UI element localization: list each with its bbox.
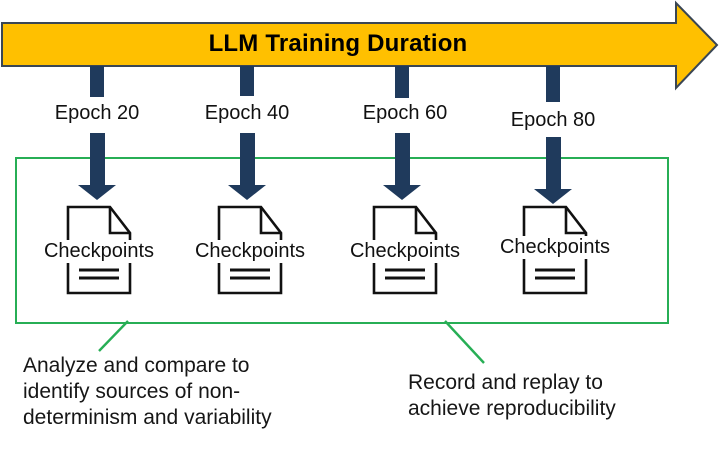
epoch-connector-stem [90, 66, 104, 97]
checkpoint-document-icon [372, 205, 438, 295]
checkpoint-label: Checkpoints [175, 240, 325, 263]
epoch-label: Epoch 60 [362, 102, 448, 124]
checkpoint-label: Checkpoints [24, 240, 174, 263]
checkpoint-document-icon [66, 205, 132, 295]
checkpoints-box [15, 157, 669, 324]
epoch-connector-stem [240, 66, 254, 96]
down-arrow-icon [534, 137, 572, 204]
banner-title: LLM Training Duration [208, 30, 468, 57]
checkpoint-label: Checkpoints [480, 236, 630, 259]
annotation-record-replay: Record and replay to achieve reproducibi… [408, 371, 616, 420]
callout-line-left [98, 320, 129, 352]
epoch-connector-stem [395, 66, 409, 98]
epoch-label: Epoch 40 [204, 102, 290, 124]
epoch-connector-stem [546, 66, 560, 102]
epoch-label: Epoch 20 [54, 102, 140, 124]
epoch-label: Epoch 80 [510, 109, 596, 131]
down-arrow-icon [383, 133, 421, 200]
checkpoint-document-icon [522, 205, 588, 295]
callout-line-right [444, 320, 485, 364]
timeline-arrow-icon [1, 0, 719, 91]
checkpoint-document-icon [217, 205, 283, 295]
checkpoint-label: Checkpoints [330, 240, 480, 263]
down-arrow-icon [78, 133, 116, 200]
annotation-analyze-compare: Analyze and compare to identify sources … [23, 354, 272, 429]
down-arrow-icon [228, 133, 266, 200]
